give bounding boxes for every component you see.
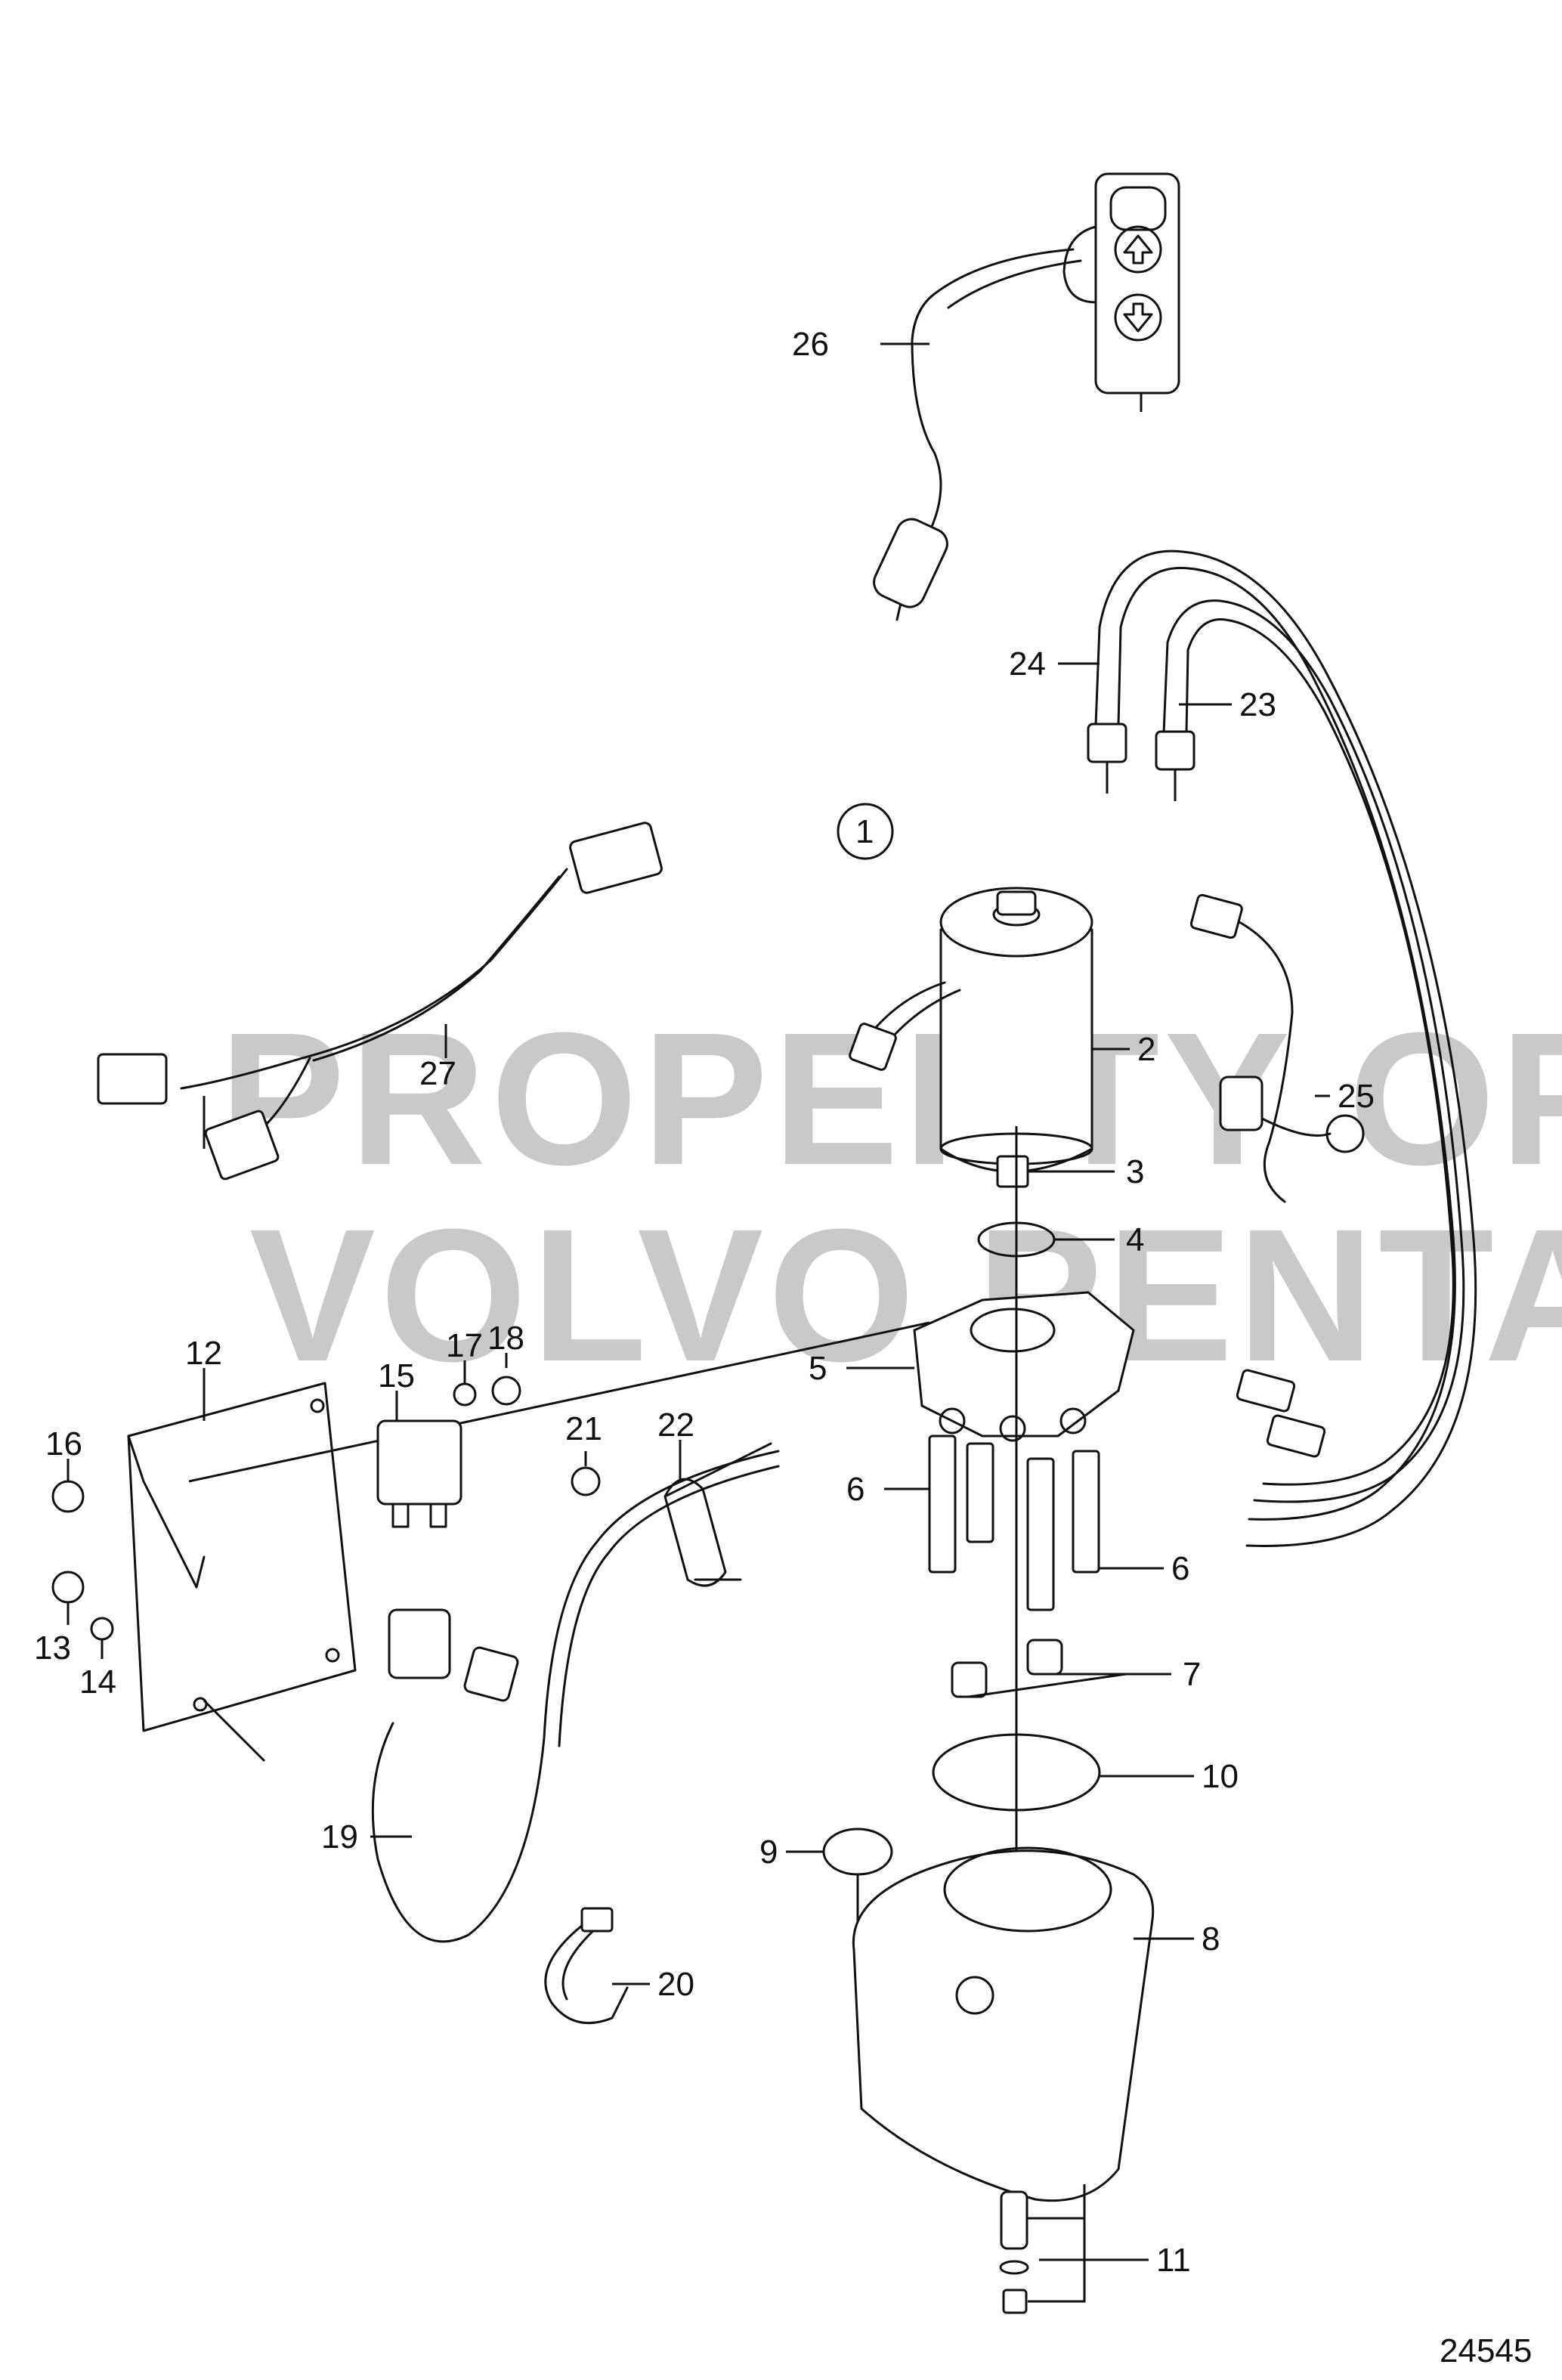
label-18: 18	[487, 1320, 524, 1357]
label-5: 5	[809, 1350, 827, 1387]
part-7-seals	[951, 1639, 1063, 1698]
leader-lines	[67, 342, 1330, 2303]
part-21-screw	[571, 1466, 601, 1496]
part-20-cable-tie	[544, 1907, 629, 2025]
label-22: 22	[657, 1407, 694, 1444]
part-11-filter-screw	[999, 2190, 1029, 2314]
label-16: 16	[45, 1425, 82, 1462]
part-22-clamp	[663, 1442, 772, 1587]
label-23: 23	[1239, 686, 1276, 723]
label-25: 25	[1338, 1078, 1375, 1115]
part-2-motor	[849, 887, 1093, 1173]
part-5-pump-body	[913, 1126, 1135, 1859]
part-16-screw	[51, 1480, 85, 1513]
parts-23-24-hoses	[1087, 549, 1477, 1547]
label-19: 19	[321, 1818, 358, 1855]
label-6b: 6	[1171, 1550, 1189, 1587]
label-24: 24	[1009, 645, 1046, 682]
label-11: 11	[1156, 2242, 1191, 2279]
part-12-bracket	[127, 1321, 930, 1763]
watermark-line-1: PROPERTY OF	[219, 993, 1562, 1204]
label-8: 8	[1202, 1920, 1220, 1958]
part-labels: 26 24 23 2 3 4 5 6 6 7 10 9 8 11 12 15 1…	[34, 326, 1375, 2279]
label-15: 15	[378, 1357, 415, 1394]
watermark: PROPERTY OF VOLVO PENTA	[219, 993, 1562, 1400]
part-26-control-panel	[873, 172, 1180, 621]
label-6a: 6	[846, 1471, 865, 1508]
label-21: 21	[565, 1410, 602, 1447]
part-6-valves	[928, 1434, 1100, 1611]
part-25-sensor-cable	[1189, 893, 1365, 1203]
label-27: 27	[419, 1055, 456, 1092]
label-20: 20	[657, 1966, 694, 2003]
label-13: 13	[34, 1629, 71, 1667]
label-2: 2	[1137, 1031, 1155, 1068]
group-callout-number: 1	[855, 813, 874, 850]
watermark-line-2: VOLVO PENTA	[249, 1190, 1562, 1400]
part-13-screw	[51, 1571, 85, 1604]
label-12: 12	[185, 1335, 222, 1372]
label-26: 26	[792, 326, 829, 363]
label-10: 10	[1202, 1758, 1239, 1795]
part-27-wiring-harness	[97, 822, 663, 1181]
label-4: 4	[1126, 1221, 1144, 1258]
label-9: 9	[759, 1834, 778, 1871]
part-19-cable	[371, 1450, 780, 1943]
part-10-large-o-ring	[932, 1733, 1101, 1812]
part-3-coupling	[996, 1155, 1029, 1188]
part-17-washer	[453, 1382, 477, 1407]
diagram-number: 24545	[1440, 2332, 1532, 2369]
label-14: 14	[79, 1664, 116, 1701]
part-8-reservoir	[852, 1846, 1155, 2202]
part-18-nut	[491, 1376, 521, 1406]
hardware-fasteners	[51, 1376, 601, 1641]
part-15-relay	[376, 1419, 462, 1528]
label-3: 3	[1126, 1153, 1144, 1190]
group-callout: 1	[837, 803, 894, 860]
label-17: 17	[446, 1327, 483, 1364]
part-14-washer	[90, 1617, 114, 1641]
label-7: 7	[1183, 1656, 1201, 1693]
